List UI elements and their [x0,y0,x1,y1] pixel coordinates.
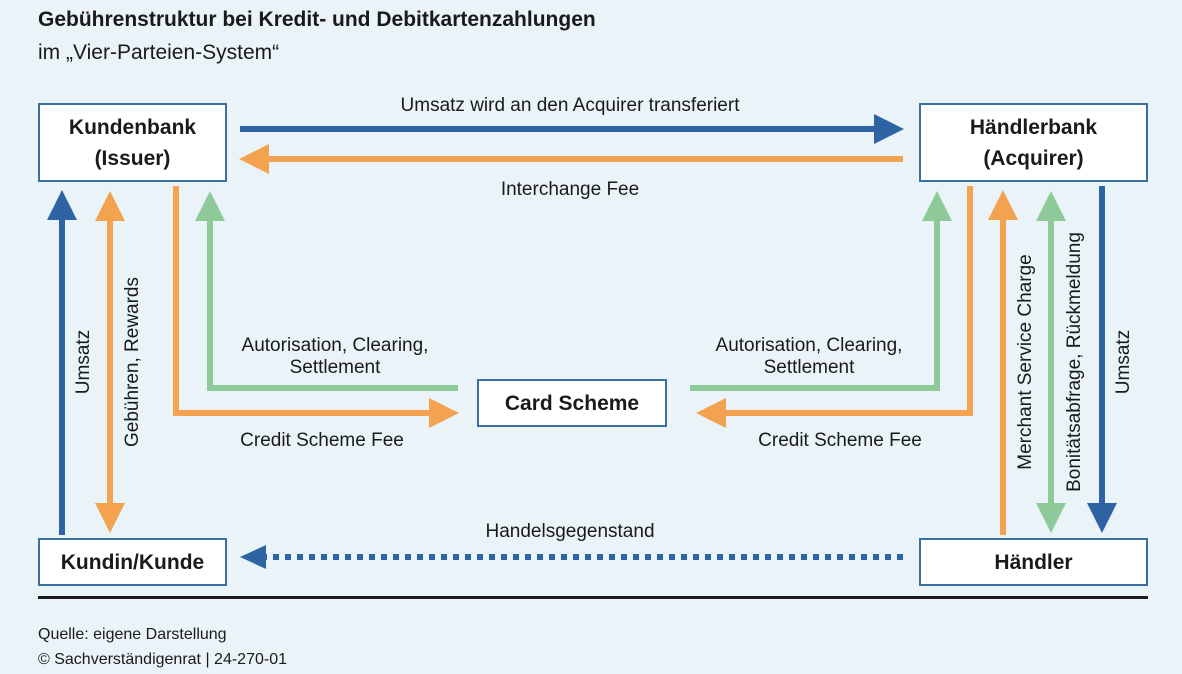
label-interchange-fee: Interchange Fee [500,179,640,200]
label-umsatz-transfer: Umsatz wird an den Acquirer transferiert [400,95,740,116]
node-customer: Kundin/Kunde [38,538,227,586]
page-subtitle: im „Vier-Parteien-System“ [38,41,280,64]
node-issuer: Kundenbank (Issuer) [38,103,227,182]
label-scheme-fee-right: Credit Scheme Fee [758,430,922,451]
label-auth-left-line1: Autorisation, Clearing, [241,335,429,356]
acquirer-line1: Händlerbank [969,115,1098,139]
label-umsatz-left: Umsatz [73,329,94,395]
issuer-line2: (Issuer) [94,146,171,170]
label-handelsgegenstand: Handelsgegenstand [485,521,655,542]
arrow-auth-left [195,191,458,391]
label-auth-right-line1: Autorisation, Clearing, [715,335,903,356]
label-umsatz-right: Umsatz [1113,329,1134,395]
node-card-scheme: Card Scheme [477,379,667,427]
acquirer-line2: (Acquirer) [983,146,1084,170]
arrow-auth-right [690,191,952,391]
label-auth-right: Autorisation, Clearing, Settlement [694,335,924,379]
node-merchant: Händler [919,538,1148,586]
arrow-handelsgegenstand-head [240,545,266,569]
label-auth-left-line2: Settlement [289,357,381,378]
label-merchant-service-charge: Merchant Service Charge [1015,254,1036,470]
label-gebuehren-rewards: Gebühren, Rewards [122,276,143,448]
node-acquirer: Händlerbank (Acquirer) [919,103,1148,182]
footer-source: Quelle: eigene Darstellung [38,626,227,643]
label-auth-left: Autorisation, Clearing, Settlement [220,335,450,379]
label-auth-right-line2: Settlement [763,357,855,378]
footer-copyright: © Sachverständigenrat | 24-270-01 [38,651,287,668]
arrow-credit-scheme-fee-left [173,186,459,428]
label-scheme-fee-left: Credit Scheme Fee [240,430,404,451]
arrow-credit-scheme-fee-right [696,186,973,428]
issuer-line1: Kundenbank [68,115,197,139]
page-title: Gebührenstruktur bei Kredit- und Debitka… [38,8,596,31]
label-bonitaet: Bonitätsabfrage, Rückmeldung [1064,232,1085,492]
footer-divider [38,596,1148,599]
